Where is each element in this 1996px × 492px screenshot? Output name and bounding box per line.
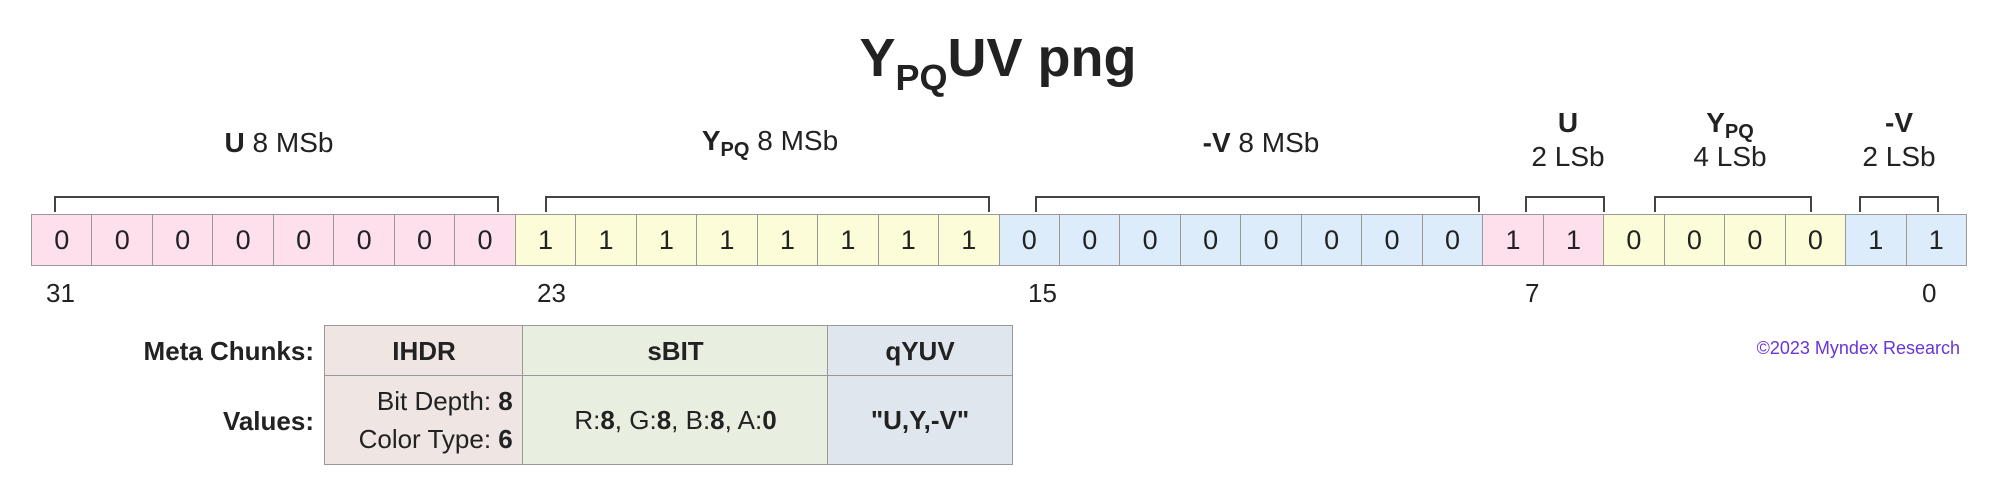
qyuv-header: qYUV [827,325,1013,377]
bracket-y-msb [545,196,990,212]
bracket-u-msb [54,196,499,212]
title-rest: UV png [947,28,1137,88]
bracket-v-msb [1035,196,1480,212]
meta-chunks-label: Meta Chunks: [143,336,314,366]
bit-cell-y-msb-6: 1 [877,214,940,266]
bit-cell-v-msb-7: 0 [1421,214,1484,266]
bit-cell-u-lsb-1: 1 [1542,214,1605,266]
bit-cell-v-msb-4: 0 [1240,214,1302,266]
bit-cell-u-msb-6: 0 [393,214,456,266]
group-label-v-msb: -V 8 MSb [1202,127,1320,158]
meta-table: IHDR sBIT qYUV Bit Depth: 8 Color Type: … [324,325,1013,465]
bit-cell-y-msb-1: 1 [575,214,637,266]
bit-cell-v-msb-5: 0 [1300,214,1363,266]
bit-cell-y-lsb-0: 0 [1603,214,1665,266]
bit-cell-v-lsb-1: 1 [1905,214,1967,266]
page-title: YPQUV png [0,26,1996,96]
bit-index-0: 0 [1922,278,1937,308]
bit-cell-v-lsb-0: 1 [1845,214,1907,266]
bit-cell-y-msb-5: 1 [817,214,879,266]
group-label-u-msb: U 8 MSb [224,127,334,158]
title-main: Y [859,28,896,88]
bit-cell-u-msb-1: 0 [91,214,153,266]
bit-cell-y-msb-0: 1 [514,214,577,266]
bit-index-31: 31 [46,278,75,308]
copyright: ©2023 Myndex Research [1756,338,1960,358]
bit-cell-u-lsb-0: 1 [1482,214,1544,266]
qyuv-value: "U,Y,-V" [827,375,1013,465]
bit-cell-y-lsb-3: 0 [1784,214,1847,266]
bit-cell-v-msb-0: 0 [998,214,1060,266]
bracket-y-lsb [1654,196,1812,212]
bit-cell-u-msb-3: 0 [212,214,274,266]
sbit-values: R: 8, G: 8, B: 8, A: 0 [522,375,829,465]
bit-cell-v-msb-1: 0 [1058,214,1121,266]
values-label: Values: [222,406,314,436]
bit-cell-y-msb-2: 1 [635,214,698,266]
color-type-line: Color Type: 6 [358,424,513,454]
bracket-v-lsb [1859,196,1939,212]
bit-cell-y-lsb-2: 0 [1724,214,1786,266]
bit-cell-u-msb-7: 0 [454,214,516,266]
bracket-u-lsb [1525,196,1605,212]
bit-index-23: 23 [537,278,566,308]
group-label-y-msb: YPQ 8 MSb [701,125,839,161]
bit-cell-u-msb-2: 0 [151,214,214,266]
bit-index-15: 15 [1028,278,1057,308]
bit-depth-line: Bit Depth: 8 [376,386,513,416]
bit-cell-v-msb-2: 0 [1119,214,1181,266]
bit-cell-v-msb-3: 0 [1179,214,1242,266]
bit-cell-y-msb-3: 1 [696,214,758,266]
bit-cell-u-msb-0: 0 [31,214,93,266]
bit-cell-y-lsb-1: 0 [1663,214,1726,266]
sbit-header: sBIT [522,325,829,377]
bit-cell-u-msb-4: 0 [272,214,335,266]
bit-cell-y-msb-7: 1 [938,214,1000,266]
ihdr-header: IHDR [324,325,524,377]
ihdr-values: Bit Depth: 8 Color Type: 6 [324,375,524,465]
bit-cell-u-msb-5: 0 [333,214,395,266]
bit-cell-v-msb-6: 0 [1361,214,1423,266]
title-subscript: PQ [895,57,948,98]
bit-index-7: 7 [1525,278,1540,308]
bit-cell-y-msb-4: 1 [756,214,819,266]
